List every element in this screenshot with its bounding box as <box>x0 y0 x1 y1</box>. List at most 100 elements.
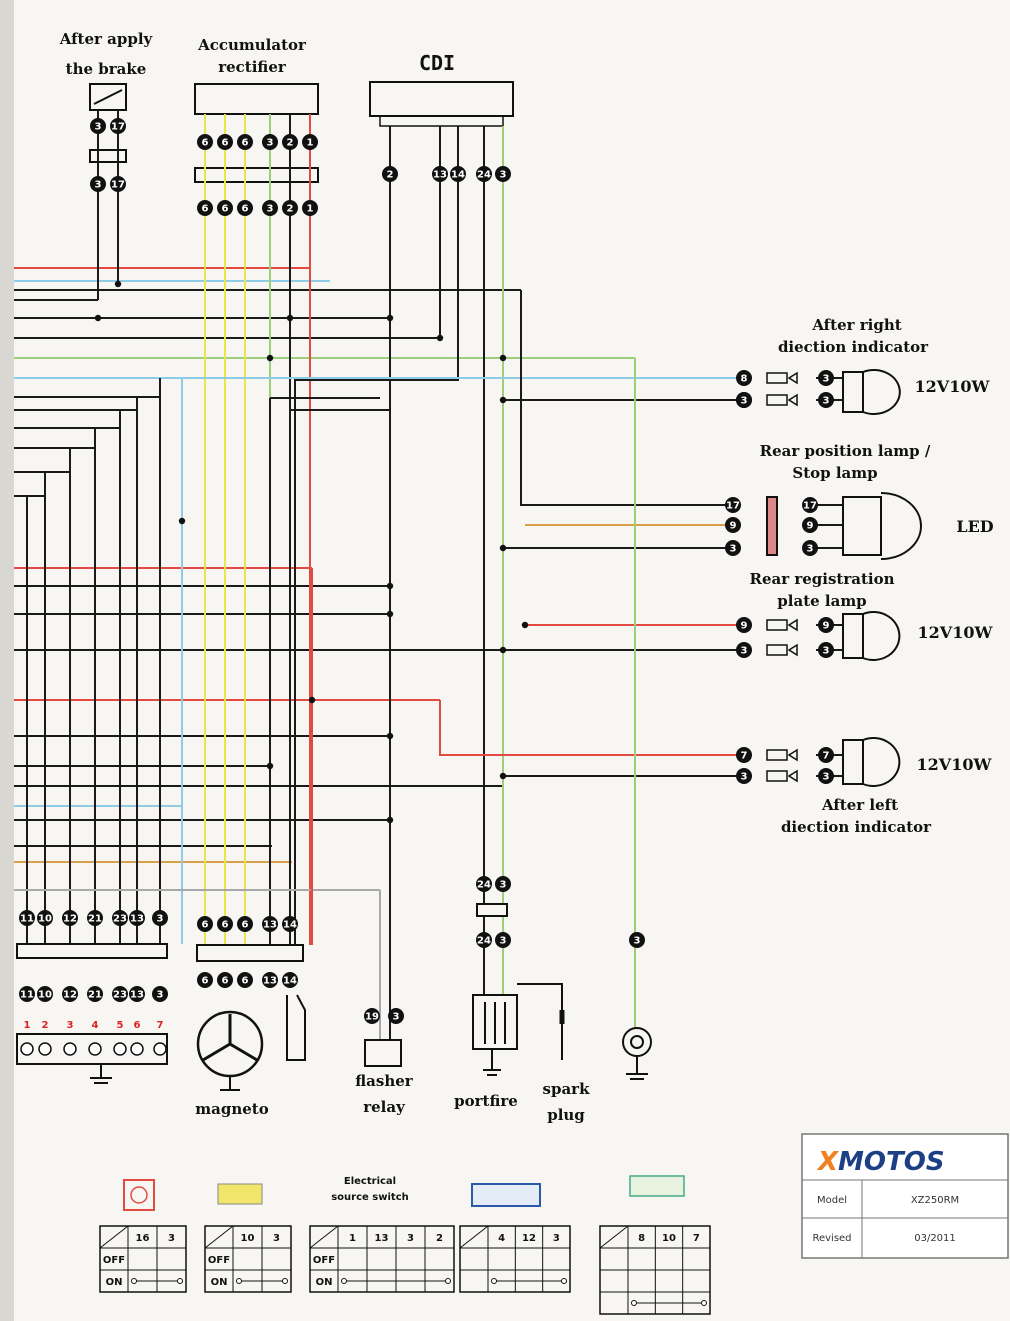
pin-badge-ground: 3 <box>629 932 645 948</box>
junction-dot <box>521 621 529 629</box>
pin-circle <box>152 910 168 926</box>
legend-header: 7 <box>693 1233 700 1244</box>
pin-circle <box>818 617 834 633</box>
legend-header: 12 <box>522 1233 536 1244</box>
pin-badge-magneto: 14 <box>282 916 298 932</box>
ecu-connector-block <box>16 943 168 1084</box>
rear-reg-label-1: Rear registration <box>749 570 894 588</box>
pin-circle <box>725 497 741 513</box>
wire <box>439 700 740 756</box>
pin-badge-ecu: 13 <box>129 986 145 1002</box>
junction-dot <box>386 732 394 740</box>
legend-link-node <box>701 1300 707 1306</box>
pin-circle <box>495 876 511 892</box>
pin-circle <box>282 200 298 216</box>
ecu-terminal-number: 3 <box>67 1020 74 1031</box>
pin-badge-cdi: 13 <box>432 166 448 182</box>
junction-dot <box>286 314 294 322</box>
pin-number: 3 <box>823 396 830 407</box>
bullet-connector <box>766 644 788 656</box>
pin-number: 9 <box>730 521 737 532</box>
pin-badge-ecu: 12 <box>62 910 78 926</box>
pin-badge-rectifier: 1 <box>302 134 318 150</box>
ecu-terminal <box>88 1042 102 1056</box>
pin-number: 3 <box>157 990 164 1001</box>
pin-badge-ecu: 3 <box>152 986 168 1002</box>
pin-circle <box>237 200 253 216</box>
pin-circle <box>262 972 278 988</box>
pin-number: 23 <box>113 990 127 1001</box>
pin-badge-right-ind: 8 <box>736 370 752 386</box>
junction-dot <box>114 280 122 288</box>
pin-number: 14 <box>451 170 465 181</box>
junction-dot <box>386 610 394 618</box>
pin-number: 3 <box>741 772 748 783</box>
pin-number: 12 <box>63 990 77 1001</box>
rear-pos-label-2: Stop lamp <box>792 464 877 482</box>
pin-number: 13 <box>130 914 144 925</box>
pin-badge-portfire: 3 <box>495 876 511 892</box>
pin-number: 6 <box>222 204 229 215</box>
pin-circle <box>197 916 213 932</box>
pin-number: 14 <box>283 976 297 987</box>
legend-diagonal <box>309 1225 339 1249</box>
ecu-terminal-number: 1 <box>24 1020 31 1031</box>
pin-badge-cdi: 3 <box>495 166 511 182</box>
pin-circle <box>736 392 752 408</box>
pin-number: 11 <box>20 990 34 1001</box>
pin-circle <box>129 986 145 1002</box>
legend-link-node <box>341 1278 347 1284</box>
brake-label-2: the brake <box>66 60 147 78</box>
pin-number: 1 <box>307 138 314 149</box>
pin-number: 11 <box>20 914 34 925</box>
pin-number: 3 <box>500 170 507 181</box>
pin-badge-rear-pos: 17 <box>725 497 741 513</box>
legend-header: 3 <box>407 1233 414 1244</box>
pin-circle <box>302 134 318 150</box>
pin-number: 6 <box>222 976 229 987</box>
flasher-label-1: flasher <box>355 1072 414 1090</box>
pin-number: 3 <box>500 880 507 891</box>
legend-diagonal <box>204 1225 234 1249</box>
junction-dot <box>178 517 186 525</box>
pin-number: 1 <box>307 204 314 215</box>
legend-header: 13 <box>375 1233 389 1244</box>
pin-number: 17 <box>803 501 817 512</box>
portfire-label: portfire <box>454 1092 518 1110</box>
pin-circle <box>262 916 278 932</box>
pin-badge-ecu: 21 <box>87 986 103 1002</box>
pin-badge-right-ind: 3 <box>736 392 752 408</box>
left-ind-label-2: diection indicator <box>781 818 932 836</box>
pin-badge-rectifier: 2 <box>282 200 298 216</box>
brand-logo-rest: MOTOS <box>838 1147 945 1177</box>
pin-number: 6 <box>242 920 249 931</box>
pin-badge-rectifier: 2 <box>282 134 298 150</box>
pin-badge-brake: 17 <box>110 118 126 134</box>
pin-number: 3 <box>807 544 814 555</box>
bullet-connector-tip <box>787 643 798 657</box>
elec-switch-label-1: Electrical <box>344 1176 396 1187</box>
junction-dot <box>499 544 507 552</box>
right-ind-label-2: diection indicator <box>778 338 929 356</box>
pin-badge-rear-reg: 9 <box>818 617 834 633</box>
pin-badge-magneto: 6 <box>237 972 253 988</box>
pin-badge-rear-reg: 9 <box>736 617 752 633</box>
pin-circle <box>152 986 168 1002</box>
pin-badge-magneto: 13 <box>262 916 278 932</box>
pin-badge-magneto: 6 <box>197 972 213 988</box>
model-label: Model <box>817 1195 847 1206</box>
pin-number: 19 <box>365 1012 379 1023</box>
pin-badge-ecu: 3 <box>152 910 168 926</box>
pin-circle <box>476 166 492 182</box>
pin-circle <box>90 176 106 192</box>
pin-circle <box>432 166 448 182</box>
pin-badge-ecu: 23 <box>112 910 128 926</box>
pin-badge-rear-pos: 9 <box>802 517 818 533</box>
pin-circle <box>802 497 818 513</box>
legend-header: 10 <box>662 1233 676 1244</box>
pin-number: 3 <box>393 1012 400 1023</box>
spark-label-2: plug <box>547 1106 585 1124</box>
pin-circle <box>37 986 53 1002</box>
legend-link-node <box>561 1278 567 1284</box>
